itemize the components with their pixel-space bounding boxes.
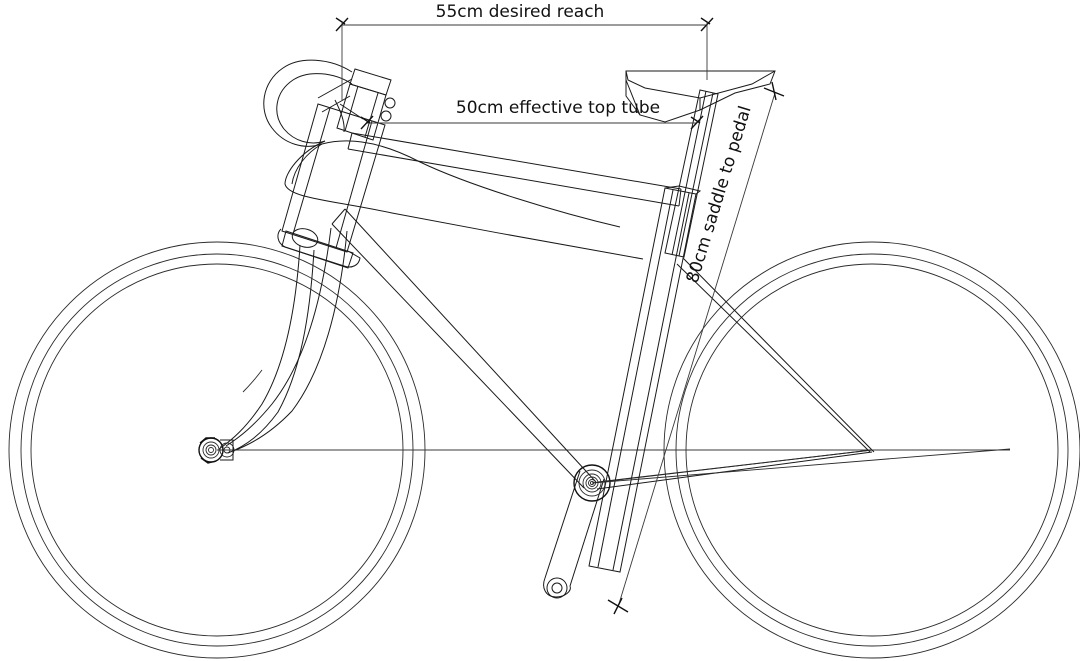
seat-stay — [677, 258, 872, 452]
construction-lines — [591, 448, 1011, 484]
top-tube — [348, 133, 681, 206]
front-hub — [198, 437, 235, 464]
dimension-ett-label: 50cm effective top tube — [456, 98, 660, 118]
chain-stay — [597, 450, 872, 489]
seat-tube — [589, 186, 700, 572]
dimension-saddle-to-pedal: 80cm saddle to pedal — [607, 81, 785, 615]
dimension-reach: 55cm desired reach — [335, 2, 714, 100]
dimension-effective-top-tube: 50cm effective top tube — [360, 98, 704, 130]
head-tube — [278, 104, 385, 268]
fork — [219, 228, 347, 453]
crank-arm — [544, 471, 604, 598]
down-tube — [332, 209, 596, 488]
handlebar — [264, 60, 643, 259]
pedal-spindle — [547, 578, 567, 598]
stem — [318, 69, 395, 140]
saddle — [626, 71, 775, 122]
dimension-reach-label: 55cm desired reach — [436, 2, 605, 22]
rear-dropout — [872, 450, 874, 452]
dimension-stp-label: 80cm saddle to pedal — [683, 104, 756, 286]
dimension-stp-line — [617, 92, 776, 608]
